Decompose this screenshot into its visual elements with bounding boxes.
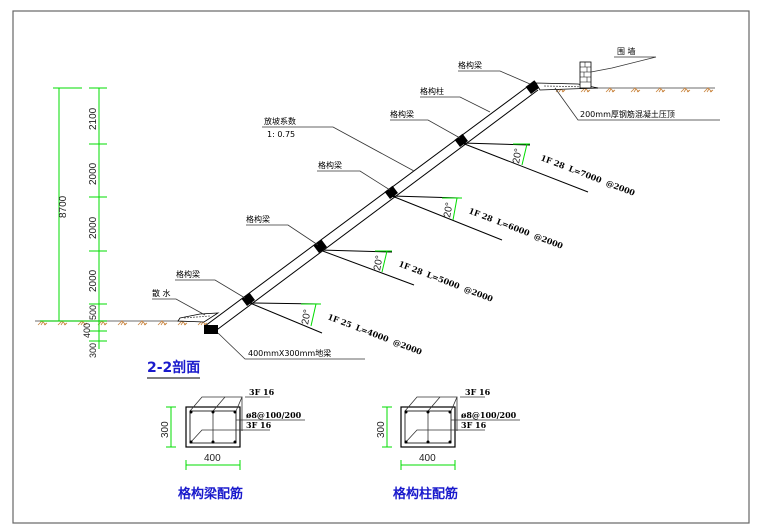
soil-hatch-mark <box>605 87 616 93</box>
anchor-spacing: @2000 <box>533 231 565 251</box>
anchor-length: L=6000 <box>495 216 531 238</box>
label-toe-beam: 400mmX300mm地梁 <box>248 348 331 358</box>
label-slope-ratio: 1: 0.75 <box>267 130 295 139</box>
anchor-bar: 1F 28 <box>539 153 566 172</box>
detail-top-bars: 3F 16 <box>249 387 275 397</box>
detail-stirrup: ø8@100/200 <box>246 410 302 420</box>
anchor-length: L=7000 <box>567 163 603 185</box>
label-lattice-beam: 格构梁 <box>390 109 414 119</box>
beam-node <box>384 185 399 200</box>
dim-segment: 400 <box>82 323 92 338</box>
soil-hatch-mark <box>703 87 714 93</box>
detail-bottom-bars: 3F 16 <box>461 420 487 430</box>
detail-height: 300 <box>376 421 387 438</box>
label-lattice-beam-top: 格构梁 <box>458 60 482 70</box>
detail-top-bars: 3F 16 <box>465 387 491 397</box>
detail-height: 300 <box>160 421 171 438</box>
anchor-length: L=5000 <box>425 269 461 291</box>
leader-lines <box>152 56 720 360</box>
dim-segment: 2000 <box>88 162 99 185</box>
anchor-spacing: @2000 <box>605 178 637 198</box>
detail-column-reinforcement <box>382 396 520 470</box>
label-fence: 围 墙 <box>617 46 636 56</box>
soil-hatch-mark <box>655 87 666 93</box>
label-drain: 散 水 <box>152 288 171 298</box>
anchor-angle-label: 20° <box>511 148 524 165</box>
soil-hatch-mark <box>157 320 168 326</box>
beam-node <box>454 133 469 148</box>
dim-segment: 500 <box>88 305 98 320</box>
anchor-spec-3: 1F 28 L=5000 @2000 <box>397 259 495 304</box>
anchor-angle-label: 20° <box>372 255 385 272</box>
anchor-length: L=4000 <box>354 322 390 344</box>
anchor-spacing: @2000 <box>392 337 424 357</box>
anchor-angle-label: 20° <box>300 309 313 326</box>
detail-title: 格构柱配筋 <box>393 486 458 502</box>
anchor-spec-1: 1F 28 L=7000 @2000 <box>539 153 637 198</box>
soil-hatch <box>37 87 714 326</box>
label-lattice-beam: 格构梁 <box>176 269 200 279</box>
lattice-column <box>204 83 539 333</box>
dim-segment: 2000 <box>88 216 99 239</box>
anchors <box>249 142 589 334</box>
anchor-spacing: @2000 <box>463 284 495 304</box>
beam-nodes <box>241 133 469 307</box>
toe-beam <box>204 325 218 334</box>
dim-segment: 2100 <box>88 107 99 130</box>
detail-width: 400 <box>419 453 436 464</box>
anchor-spec-2: 1F 28 L=6000 @2000 <box>467 206 565 251</box>
anchor-spec-4: 1F 25 L=4000 @2000 <box>326 312 424 357</box>
soil-hatch-mark <box>680 87 691 93</box>
dim-segment: 2000 <box>88 269 99 292</box>
detail-beam-reinforcement <box>166 396 305 470</box>
label-slope-coefficient: 放坡系数 <box>264 116 296 126</box>
label-lattice-beam: 格构梁 <box>246 214 270 224</box>
anchor-bar: 1F 28 <box>467 206 494 225</box>
dimension-chain <box>40 87 107 349</box>
label-lattice-column: 格构柱 <box>420 86 444 96</box>
anchor-angle-label: 20° <box>442 202 455 219</box>
drain-apron <box>177 312 220 323</box>
detail-title: 格构梁配筋 <box>178 486 243 502</box>
label-top-slab: 200mm厚钢筋混凝土压顶 <box>580 109 675 119</box>
detail-width: 400 <box>204 453 221 464</box>
anchor-bar: 1F 28 <box>397 259 424 278</box>
drawing-frame <box>12 10 750 524</box>
dim-total-height: 8700 <box>58 195 69 218</box>
soil-hatch-mark <box>117 320 128 326</box>
detail-bottom-bars: 3F 16 <box>246 420 272 430</box>
soil-hatch-mark <box>137 320 148 326</box>
section-title: 2-2剖面 <box>147 359 200 376</box>
top-node <box>525 80 540 95</box>
dim-segment: 300 <box>88 343 98 358</box>
soil-hatch-mark <box>630 87 641 93</box>
anchor-bar: 1F 25 <box>326 312 353 330</box>
fence-wall <box>579 61 592 89</box>
beam-node <box>313 239 328 254</box>
label-lattice-beam: 格构梁 <box>318 160 342 170</box>
detail-stirrup: ø8@100/200 <box>461 410 517 420</box>
beam-node <box>241 292 256 307</box>
